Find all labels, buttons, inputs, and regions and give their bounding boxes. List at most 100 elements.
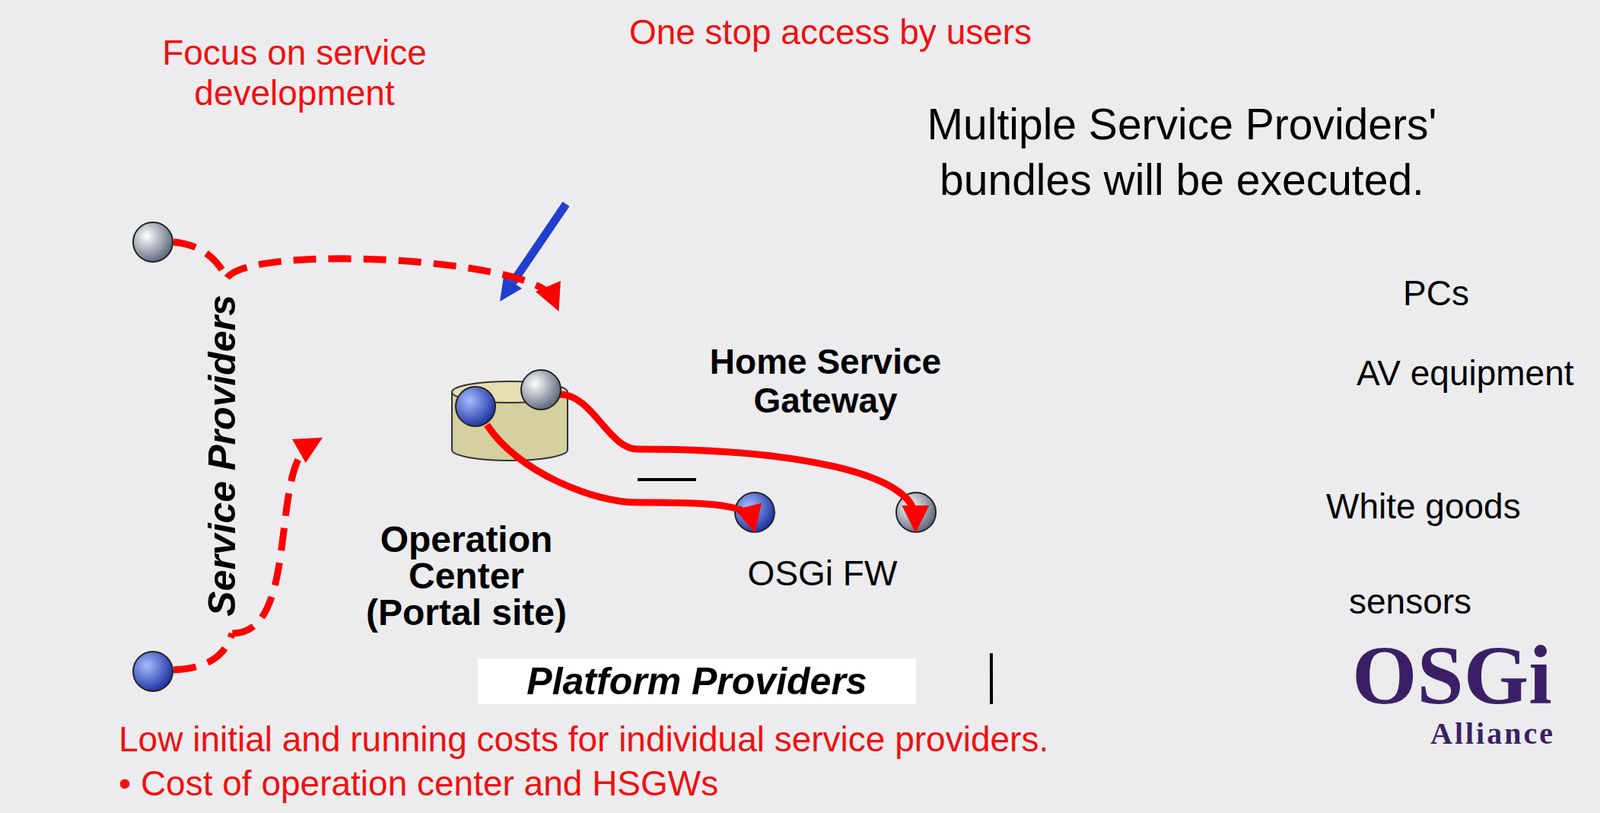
deploy-path — [560, 394, 638, 449]
fan-ray — [1308, 654, 1313, 723]
category-label: AV equipment — [1356, 353, 1575, 394]
key — [580, 155, 590, 163]
key — [591, 130, 602, 138]
note-box: Low initial and running costs for indivi… — [98, 703, 1235, 813]
server-block: Operation Center (Portal site) — [322, 311, 638, 643]
node-text: OSGi FW — [747, 553, 898, 593]
cloud-lobe — [0, 155, 118, 301]
wire — [1267, 395, 1270, 414]
wire — [1005, 304, 1008, 615]
scanner-icon — [1269, 260, 1353, 287]
key — [569, 118, 579, 126]
platform-region: Platform ProvidersOperation Center (Port… — [293, 277, 1000, 653]
block-top — [696, 301, 982, 328]
vcr-icon — [1118, 369, 1210, 395]
wire — [1005, 412, 1317, 415]
printer-body — [1183, 255, 1244, 287]
category-label: PCs — [1402, 273, 1470, 314]
bundle-dot — [521, 369, 561, 410]
label-holder: OSGi — [1351, 633, 1553, 717]
lamp-shade — [1224, 456, 1286, 484]
switch-sensor-icon — [1052, 564, 1096, 612]
connector — [637, 448, 916, 519]
fan-ray — [1310, 663, 1341, 723]
connector — [232, 444, 311, 634]
label-holder: Alliance — [1430, 718, 1556, 749]
lamp-icon — [1224, 456, 1286, 515]
logo-text: Alliance — [1430, 718, 1556, 749]
label-holder: sensors — [1348, 581, 1472, 622]
wire — [1212, 286, 1216, 306]
case — [1024, 275, 1082, 290]
dot — [117, 527, 124, 533]
water-sensor-icon — [1255, 559, 1286, 612]
fan-ray — [1294, 657, 1311, 723]
connector — [637, 502, 752, 520]
fire-sensor-icon — [1138, 549, 1209, 609]
gateway-block: Home Service GatewayOSGi FW — [696, 301, 982, 643]
access-arrow — [512, 203, 567, 283]
cloud-lobe — [182, 608, 290, 716]
vcr-slot — [1129, 377, 1168, 382]
wire — [1052, 289, 1055, 306]
note-box: One stop access by users — [594, 5, 1066, 60]
node-text: One stop access by users — [629, 12, 1032, 52]
house-body — [997, 255, 1531, 621]
wire — [981, 441, 1006, 444]
scanner-lid — [1269, 260, 1353, 276]
person-icon — [18, 140, 130, 251]
node-text: Low initial and running costs for indivi… — [118, 717, 1235, 762]
wire — [1163, 394, 1166, 414]
label-holder: PCs — [1402, 273, 1470, 314]
bundle-dot — [133, 651, 173, 691]
node-text: Home Service Gateway — [703, 342, 948, 420]
wire — [1057, 391, 1060, 414]
person-icon — [18, 308, 130, 419]
pc-icon — [1104, 232, 1163, 290]
lamp-base — [1237, 483, 1273, 515]
microwave-icon — [1130, 465, 1190, 509]
wire — [1158, 508, 1162, 525]
dot — [117, 562, 124, 568]
speech-bubble: Multiple Service Providers' bundles will… — [777, 81, 1587, 223]
ellipsis-dots — [117, 474, 124, 568]
water-drop — [1259, 594, 1268, 602]
node-text: Platform Providers — [477, 658, 917, 704]
house-columns — [1027, 301, 1375, 534]
pda — [626, 82, 735, 189]
block-side — [955, 301, 982, 643]
node-text: Multiple Service Providers' bundles will… — [877, 96, 1487, 208]
fridge-body — [1034, 435, 1093, 525]
block-front — [696, 327, 956, 643]
key — [580, 118, 590, 126]
dot — [117, 544, 124, 551]
camera-viewfinder — [1285, 346, 1317, 360]
cloud — [0, 49, 303, 731]
leader-line — [19, 35, 90, 197]
block-top — [322, 311, 638, 339]
flames — [1138, 549, 1209, 605]
group-label-band: Service Providers — [195, 277, 249, 634]
column — [1028, 301, 1076, 397]
fan-ray — [1279, 663, 1311, 723]
category-label: White goods — [1326, 486, 1521, 527]
key — [580, 130, 590, 138]
deploy-path — [486, 424, 638, 503]
antenna-tip — [565, 27, 572, 34]
note-box: Focus on service development — [89, 18, 500, 128]
key — [569, 143, 579, 150]
key — [591, 155, 602, 163]
node-text: Service Providers — [199, 277, 245, 634]
label-holder: White goods — [1326, 486, 1521, 527]
key — [569, 130, 579, 138]
upload-path — [173, 633, 233, 670]
paper — [1194, 244, 1233, 256]
antenna — [566, 30, 571, 58]
switch-knob — [1062, 575, 1087, 600]
dot — [117, 509, 124, 516]
key — [580, 143, 590, 150]
phone-screen — [567, 68, 603, 107]
home-network — [981, 286, 1317, 615]
connector — [989, 652, 993, 704]
bundle-dot — [455, 386, 496, 427]
